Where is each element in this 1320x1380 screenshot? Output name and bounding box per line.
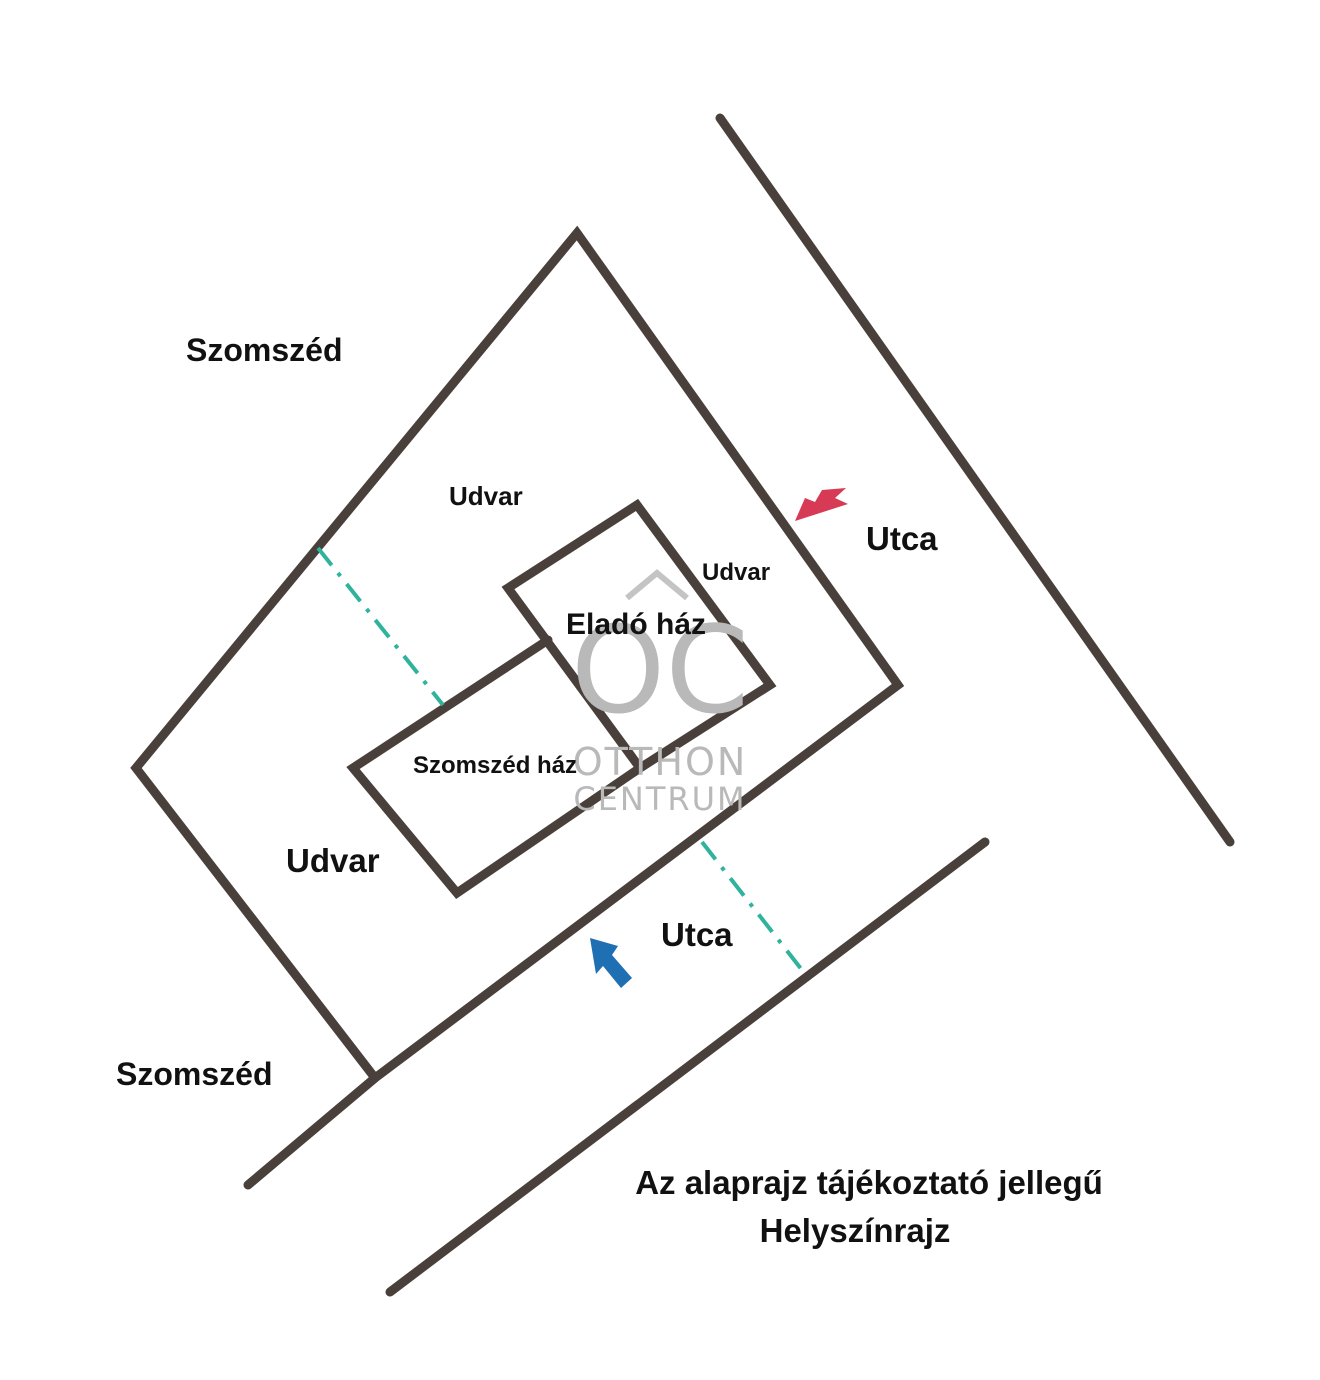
otthon-centrum-watermark: OC OTTHON CENTRUM bbox=[571, 569, 749, 818]
disclaimer-text: Az alaprajz tájékoztató jellegű bbox=[635, 1164, 1103, 1201]
street-access-arrow bbox=[795, 488, 848, 521]
watermark-line1: OTTHON bbox=[573, 740, 748, 784]
yard-label-left: Udvar bbox=[286, 842, 380, 879]
plot-boundary bbox=[130, 225, 905, 1085]
watermark-monogram: OC bbox=[571, 602, 749, 741]
neighbor-house-outline bbox=[346, 635, 645, 900]
red-arrow-icon bbox=[795, 488, 848, 521]
house-for-sale-outline bbox=[501, 498, 777, 775]
neighbor-house-label: Szomszéd ház bbox=[413, 752, 577, 779]
house-for-sale-label: Eladó ház bbox=[566, 608, 706, 641]
plot-front-extension bbox=[243, 1073, 380, 1190]
entry-arrow bbox=[590, 938, 632, 988]
street-edge-right bbox=[715, 113, 1235, 847]
street-divider-line bbox=[700, 840, 804, 972]
street-edge-bottom bbox=[385, 837, 990, 1297]
neighbor-label-bottom: Szomszéd bbox=[116, 1056, 272, 1092]
blue-arrow-icon bbox=[590, 938, 632, 988]
street-label-bottom: Utca bbox=[661, 916, 733, 953]
plan-title: Helyszínrajz bbox=[760, 1212, 951, 1249]
roof-icon bbox=[625, 569, 689, 601]
yard-label-top: Udvar bbox=[449, 481, 523, 511]
street-label-right: Utca bbox=[866, 520, 938, 557]
plot-divider-line bbox=[316, 546, 445, 707]
yard-label-right: Udvar bbox=[702, 559, 770, 586]
watermark-line2: CENTRUM bbox=[573, 780, 746, 818]
neighbor-label-top: Szomszéd bbox=[186, 332, 342, 368]
